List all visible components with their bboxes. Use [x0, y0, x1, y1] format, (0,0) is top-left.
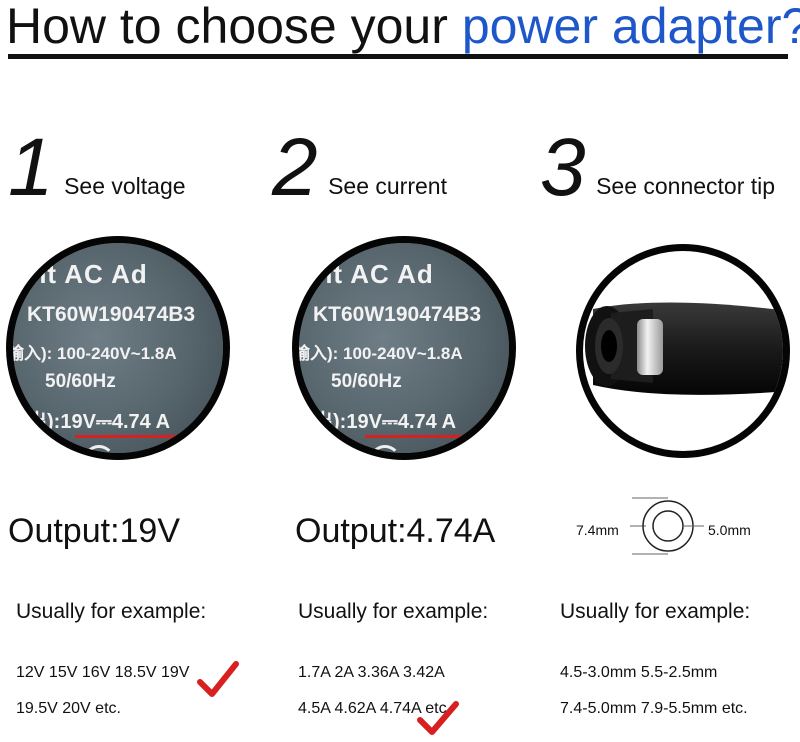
- label-input-line: 输入): 100-240V~1.8A: [7, 344, 177, 363]
- voltage-underline: [75, 435, 209, 438]
- title-highlight: power adapter?: [461, 0, 800, 54]
- label-frequency-line: 50/60Hz: [331, 371, 402, 392]
- step-current: 2 See current: [272, 122, 447, 213]
- checkmark-icon: [417, 701, 459, 735]
- outer-diameter-label: 7.4mm: [576, 522, 619, 538]
- current-example-heading: Usually for example:: [298, 600, 489, 623]
- connector-tip-photo: [576, 244, 790, 458]
- label-output-line: 输出):19V⎓4.74 A: [293, 411, 457, 433]
- adapter-label-voltage-zoom: ent AC Ad KT60W190474B3 输入): 100-240V~1.…: [6, 236, 230, 460]
- checkmark-icon: [197, 661, 239, 697]
- certification-mark-icon: [83, 445, 115, 453]
- step-number: 1: [8, 122, 54, 213]
- step-voltage: 1 See voltage: [8, 122, 186, 213]
- inner-diameter-label: 5.0mm: [708, 522, 751, 538]
- current-output-text: Output:4.74A: [295, 512, 496, 550]
- connector-tip-icon: [585, 302, 783, 395]
- title-divider: [8, 54, 788, 59]
- tip-dimension-diagram: [630, 497, 704, 555]
- current-example-line: 4.5A 4.62A 4.74A etc.: [298, 700, 452, 717]
- step-number: 2: [272, 122, 318, 213]
- title-prefix: How to choose your: [6, 0, 448, 54]
- current-underline: [365, 435, 493, 438]
- label-model-line: KT60W190474B3: [27, 303, 196, 326]
- label-brand-line: ent AC Ad: [301, 259, 434, 289]
- voltage-output-text: Output:19V: [8, 512, 181, 550]
- label-input-line: 输入): 100-240V~1.8A: [293, 344, 463, 363]
- step-label: See voltage: [64, 173, 186, 199]
- tip-example-heading: Usually for example:: [560, 600, 751, 623]
- tip-example-line: 7.4-5.0mm 7.9-5.5mm etc.: [560, 700, 748, 717]
- voltage-example-heading: Usually for example:: [16, 600, 207, 623]
- step-connector-tip: 3 See connector tip: [540, 122, 776, 213]
- label-output-line: 输出):19V⎓4.74 A: [7, 411, 171, 433]
- voltage-example-line: 12V 15V 16V 18.5V 19V: [16, 664, 190, 681]
- certification-mark-icon: [369, 445, 401, 453]
- label-frequency-line: 50/60Hz: [45, 371, 116, 392]
- step-label: See current: [328, 173, 447, 199]
- current-example-line: 1.7A 2A 3.36A 3.42A: [298, 664, 445, 681]
- step-number: 3: [540, 122, 586, 213]
- adapter-label-current-zoom: ent AC Ad KT60W190474B3 输入): 100-240V~1.…: [292, 236, 516, 460]
- step-label: See connector tip: [596, 173, 776, 199]
- voltage-example-line: 19.5V 20V etc.: [16, 700, 121, 717]
- tip-example-line: 4.5-3.0mm 5.5-2.5mm: [560, 664, 718, 681]
- page-title: How to choose your power adapter?: [6, 0, 800, 56]
- label-model-line: KT60W190474B3: [313, 303, 482, 326]
- label-brand-line: ent AC Ad: [15, 259, 148, 289]
